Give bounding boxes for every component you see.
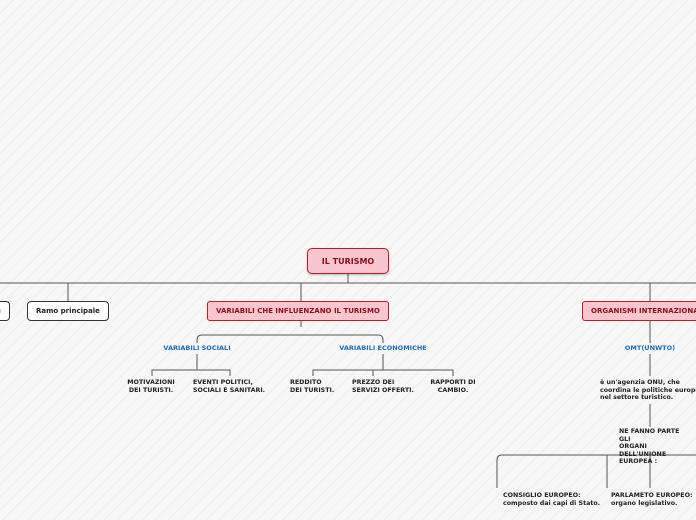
leaf-prezzo[interactable]: PREZZO DEI SERVIZI OFFERTI. [352,379,414,394]
leaf-consiglio[interactable]: CONSIGLIO EUROPEO: composto dai capi di … [503,492,601,507]
ue-organi-topic[interactable]: NE FANNO PARTE GLI ORGANI DELL'UNIONE EU… [619,428,680,466]
connector-variabili-bus [196,334,384,343]
main-branch[interactable]: Ramo principale [27,301,109,321]
leaf-eventi[interactable]: EVENTI POLITICI, SOCIALI E SANITARI. [193,379,266,394]
root-topic[interactable]: IL TURISMO [307,248,389,274]
main-branch-partial[interactable]: ale [0,301,10,321]
leaf-cambio[interactable]: RAPPORTI DI CAMBIO. [430,379,476,394]
omt-topic[interactable]: OMT(UNWTO) [624,344,676,352]
connector-economiche-bus [312,369,454,376]
leaf-motivazioni[interactable]: MOTIVAZIONI DEI TURISTI. [127,379,175,394]
leaf-parlamento[interactable]: PARLAMETO EUROPEO: organo legislativo. [611,492,693,507]
variabili-economiche[interactable]: VARIABILI ECONOMICHE [339,344,427,352]
omt-description[interactable]: è un'agenzia ONU, che coordina le politi… [600,379,696,402]
leaf-reddito[interactable]: REDDITO DEI TURISTI. [290,379,335,394]
organismi-topic[interactable]: ORGANISMI INTERNAZIONALI [582,301,696,321]
variabili-sociali[interactable]: VARIABILI SOCIALI [163,344,231,352]
variabili-topic[interactable]: VARIABILI CHE INFLUENZANO IL TURISMO [207,301,389,321]
connector-ue-bus [496,454,696,488]
connector-sociali-bus [151,369,231,376]
